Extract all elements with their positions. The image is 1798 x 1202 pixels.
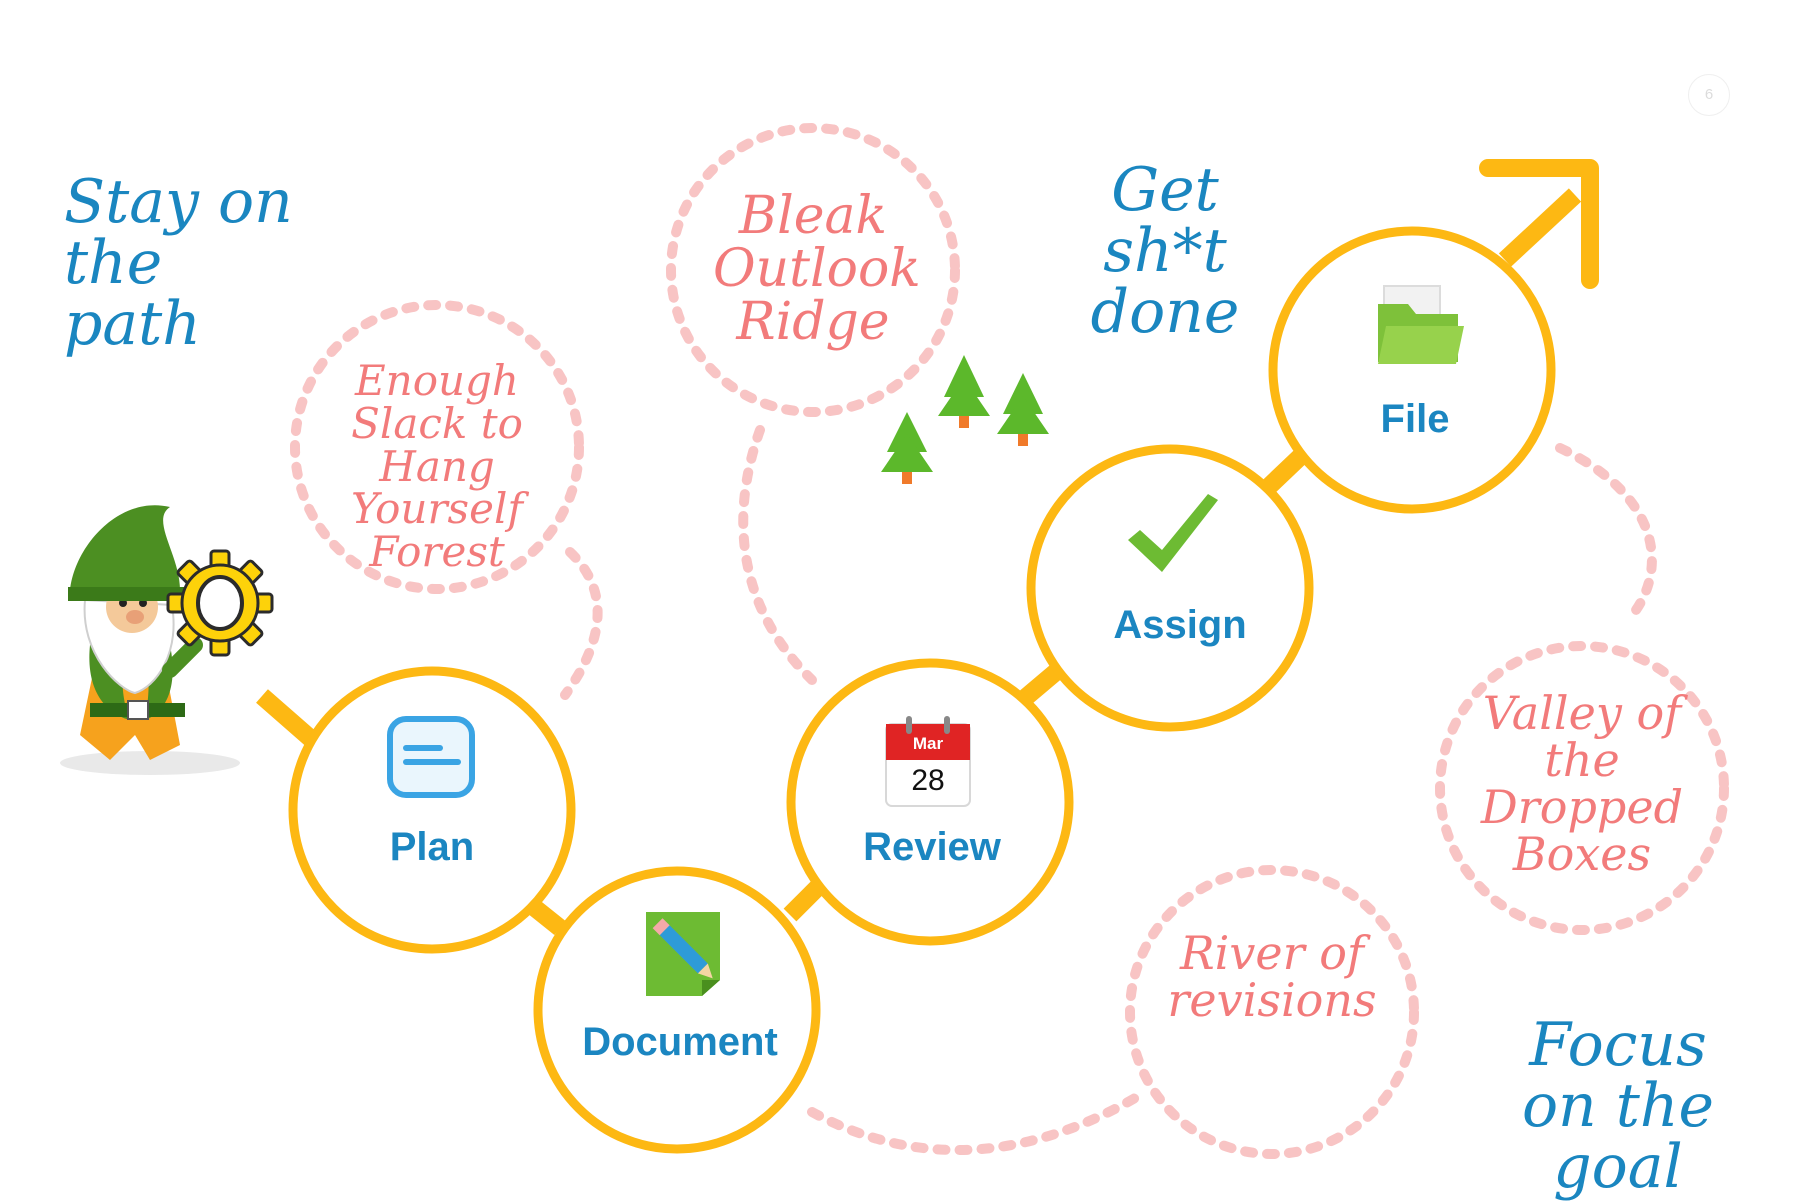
folder-icon [1378,285,1464,364]
dotted-trails [290,123,1729,1159]
path-link [783,880,825,922]
arrow-up-right-icon [1479,159,1599,289]
forest-trail [560,547,603,700]
ridge-boundary [666,123,960,417]
forest-boundary [290,300,584,594]
ridge-trail [738,425,817,685]
assign-circle [1026,444,1314,732]
calendar-day: 28 [911,764,945,797]
gear-icon [166,549,274,657]
heading-stay-on-path: Stay on the path [64,167,293,360]
document-circle [533,866,821,1154]
step-label-review: Review [863,825,1001,869]
plan-circle [288,666,576,954]
trees [881,355,1049,484]
river-trail [807,1093,1140,1155]
calendar-month: Mar [912,734,944,753]
valley-trail [1555,443,1657,623]
page-number: 6 [1688,74,1730,116]
step-label-plan: Plan [389,825,475,869]
plan-note-icon [387,716,475,798]
river-boundary [1125,865,1419,1159]
calendar-icon: Mar 28 [884,716,972,808]
checkmark-icon [1128,494,1218,572]
step-label-document: Document [582,1020,778,1064]
tree-icon [997,373,1049,446]
hazard-forest: Enough Slack to Hang Yourself Forest [351,356,523,577]
document-pencil-icon [646,912,720,996]
gnome-mascot-icon [60,505,240,775]
file-circle [1268,226,1556,514]
arrow-shaft [1498,188,1582,267]
heading-get-done: Get sh*t done [1090,155,1240,348]
step-label-assign: Assign [1113,603,1247,647]
step-label-file: File [1380,397,1450,441]
valley-boundary [1435,641,1729,935]
hazard-ridge: Bleak Outlook Ridge [713,186,921,353]
calendar-frame [885,716,971,807]
tree-icon [881,412,933,484]
heading-focus-goal: Focus on the goal [1521,1010,1715,1202]
hazard-river: River of revisions [1167,926,1377,1027]
tree-icon [938,355,990,428]
main-path [256,159,1599,936]
hazard-valley: Valley of the Dropped Boxes [1480,686,1684,881]
